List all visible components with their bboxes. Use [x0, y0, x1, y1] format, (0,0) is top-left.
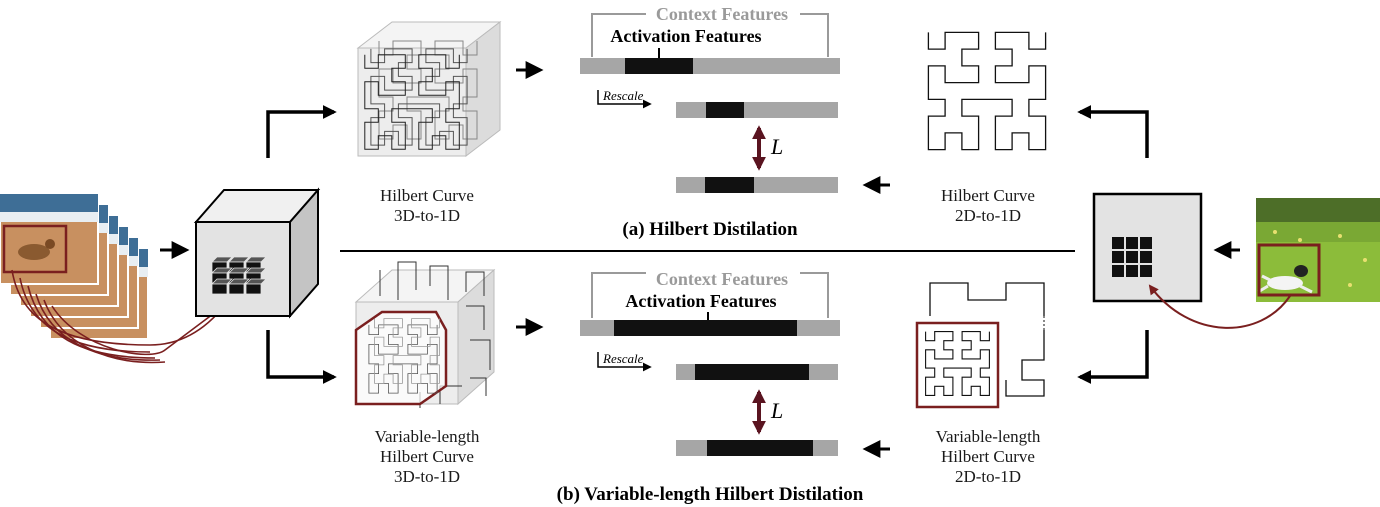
2d-feature-map-icon [1092, 192, 1203, 303]
curve2d-caption-b-3: 2D-to-1D [955, 467, 1021, 486]
3d-feature-cube-icon [193, 187, 321, 319]
curve3d-caption-b-2: Hilbert Curve [380, 447, 474, 466]
curve3d-caption-a-2: 3D-to-1D [394, 206, 460, 225]
feature-bar-full-a [580, 58, 840, 74]
feature-bars-a: Context Features Activation Features Res… [580, 4, 840, 193]
curve3d-caption-a: Hilbert Curve [380, 186, 474, 205]
feature-bar-rescaled-a [676, 102, 838, 118]
dog-shape [18, 244, 50, 260]
section-title-b: (b) Variable-length Hilbert Distilation [557, 484, 864, 505]
curve3d-caption-b-3: 3D-to-1D [394, 467, 460, 486]
feature-bars-b: Context Features Activation Features Res… [580, 269, 840, 456]
cube-to-top-arrow [266, 105, 337, 158]
image-to-square-link [1148, 284, 1291, 329]
activation-segment-full-b [614, 320, 797, 336]
loss-label-a: L [770, 134, 783, 159]
context-features-label-b: Context Features [656, 269, 788, 289]
feature-cell [1140, 237, 1152, 249]
square-to-top-arrow [1077, 105, 1149, 158]
video-frame-highlight [2, 224, 68, 274]
hilbert-inner-layer-back [374, 318, 440, 384]
context-features-label-a: Context Features [656, 4, 788, 24]
square-to-bottom-arrow [1077, 330, 1149, 384]
cubelet [211, 283, 228, 295]
rescale-label-a: Rescale [602, 88, 644, 103]
hilbert-layer-front [364, 54, 460, 150]
video-frame-stack-icon [0, 193, 149, 340]
curve2d-caption-a: Hilbert Curve [941, 186, 1035, 205]
hilbert-layer-back [378, 40, 478, 140]
feature-cell [1112, 237, 1124, 249]
activation-features-label-b: Activation Features [625, 291, 776, 311]
curve2d-caption-b: Variable-length [936, 427, 1041, 446]
section-title-a: (a) Hilbert Distilation [622, 219, 798, 240]
activation-segment-rescaled-b [695, 364, 809, 380]
curve2d-caption-b-2: Hilbert Curve [941, 447, 1035, 466]
hilbert-inner-layer [368, 324, 438, 394]
video-frame-surf [0, 212, 98, 222]
cubelet [228, 283, 245, 295]
hilbert-cube-3d-icon [356, 20, 502, 158]
feature-cell [1140, 251, 1152, 263]
frame-to-cube-links [11, 269, 227, 364]
activation-segment-full-a [625, 58, 693, 74]
activation-segment-image-b [707, 440, 813, 456]
dog-on-grass-image-icon [1256, 198, 1380, 302]
variable-hilbert-cube-3d-icon [354, 261, 496, 408]
loss-label-b: L [770, 398, 783, 423]
activation-features-label-a: Activation Features [610, 26, 761, 46]
curve3d-caption-b: Variable-length [375, 427, 480, 446]
rescale-label-b: Rescale [602, 351, 644, 366]
feature-cell [1126, 265, 1138, 277]
video-frame-sea [0, 194, 98, 212]
cubelet [245, 283, 262, 295]
activation-segment-image-a [705, 177, 754, 193]
feature-cell [1126, 237, 1138, 249]
feature-cell [1140, 265, 1152, 277]
feature-cell [1112, 265, 1124, 277]
feature-cell [1112, 251, 1124, 263]
feature-cell [1126, 251, 1138, 263]
hilbert-curve-2d-icon [927, 31, 1047, 151]
activation-segment-rescaled-a [706, 102, 744, 118]
cube-to-bottom-arrow [266, 330, 337, 384]
dog-head [45, 239, 55, 249]
feature-bar-image-a [676, 177, 838, 193]
curve2d-caption-a-2: 2D-to-1D [955, 206, 1021, 225]
variable-hilbert-curve-2d-icon [915, 282, 1045, 409]
